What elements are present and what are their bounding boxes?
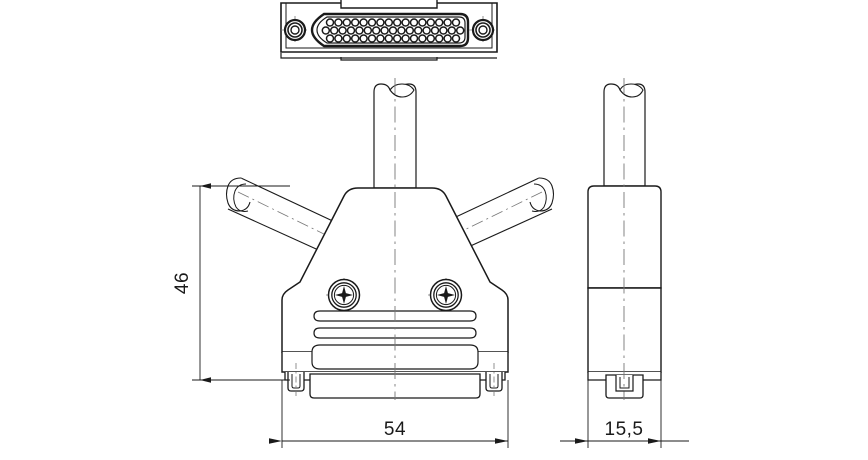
cable-left-lower-edge	[227, 208, 326, 254]
screw-right	[428, 278, 464, 313]
side-cable-body	[603, 92, 646, 187]
cable-exit-top	[373, 83, 417, 189]
top-view-lower-edge	[280, 53, 497, 59]
side-mounting-foot	[615, 375, 634, 392]
side-mounting-foot-inner	[619, 377, 630, 389]
cable-left-centerline	[237, 191, 331, 238]
mounting-foot-left	[287, 363, 305, 398]
phillips-screw-icon	[429, 278, 463, 312]
dim-54-label: 54	[384, 419, 406, 440]
pin-row-top	[325, 18, 461, 27]
dim-155-label: 15,5	[605, 419, 644, 440]
side-cable-left-cap	[603, 83, 621, 93]
top-view-upper-tab	[340, 0, 438, 9]
cable-exit-right	[442, 177, 555, 254]
cable-right-upper-edge	[442, 177, 540, 224]
dim-46-label: 46	[172, 272, 193, 294]
pin-field-group	[310, 12, 470, 48]
cable-left-end-cap	[225, 177, 251, 212]
side-cable-exit-top	[603, 83, 646, 187]
side-cable-bore-ellipse	[619, 83, 644, 98]
top-view-group	[280, 0, 498, 61]
screw-left	[326, 278, 362, 313]
cable-right-bore-ellipse	[531, 183, 547, 212]
cable-right-end-cap	[529, 177, 555, 212]
dimension-height-46: 46	[172, 183, 290, 383]
dimension-depth-15-5: 15,5	[560, 380, 689, 448]
side-view-group	[587, 78, 662, 400]
front-view-group	[212, 78, 555, 400]
cable-top-left-cap	[373, 83, 391, 93]
phillips-screw-icon	[327, 278, 361, 312]
jackscrew-boss-right	[469, 16, 497, 44]
jackscrew-boss-left	[281, 16, 309, 44]
side-hood-lower-body	[587, 287, 662, 373]
top-view-lower-tab	[340, 57, 438, 61]
vent-slot-middle	[313, 327, 477, 339]
pin-row-middle	[321, 26, 465, 35]
cable-left-upper-edge	[240, 177, 338, 224]
pin-row-bottom	[325, 34, 461, 43]
cable-right-centerline	[449, 191, 543, 238]
cable-top-bore-ellipse	[389, 83, 415, 98]
cable-exit-left	[212, 177, 338, 254]
dimension-width-54: 54	[269, 380, 509, 448]
side-hood-upper-body	[587, 185, 662, 289]
mounting-foot-right	[485, 363, 503, 398]
